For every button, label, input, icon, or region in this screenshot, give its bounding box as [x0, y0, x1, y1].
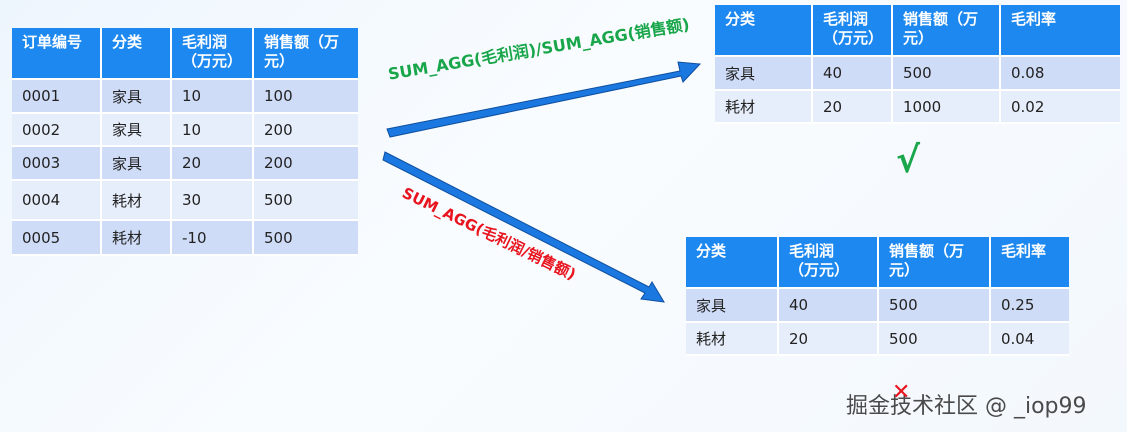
table-row: 0003 家具 20 200 — [12, 147, 358, 181]
table-cell: 200 — [254, 114, 358, 147]
table-cell: 0003 — [12, 147, 102, 181]
table-row: 耗材 20 500 0.04 — [686, 323, 1069, 356]
source-header-sales: 销售额（万 元） — [254, 28, 358, 80]
table-cell: 1000 — [893, 91, 1001, 124]
arrow-to-wrong-table — [382, 151, 665, 303]
table-cell: 500 — [254, 221, 358, 256]
wrong-result-table: 分类 毛利润 （万元） 销售额（万 元） 毛利率 家具 40 500 0.25 … — [686, 237, 1069, 356]
table-cell: 家具 — [715, 57, 813, 91]
table-cell: 耗材 — [102, 181, 172, 221]
table-cell: 500 — [893, 57, 1001, 91]
source-table-header-row: 订单编号 分类 毛利润 （万元） 销售额（万 元） — [12, 28, 358, 80]
table-cell: 0.04 — [991, 323, 1069, 356]
wrong-header-sales: 销售额（万 元） — [879, 237, 991, 289]
table-cell: 0.25 — [991, 289, 1069, 323]
table-cell: 10 — [172, 114, 254, 147]
table-cell: 家具 — [102, 80, 172, 114]
table-cell: 100 — [254, 80, 358, 114]
table-cell: 20 — [172, 147, 254, 181]
correct-header-sales: 销售额（万 元） — [893, 5, 1001, 57]
table-cell: 耗材 — [715, 91, 813, 124]
table-cell: 40 — [813, 57, 893, 91]
wrong-header-profit: 毛利润 （万元） — [779, 237, 879, 289]
table-row: 0001 家具 10 100 — [12, 80, 358, 114]
table-cell: 家具 — [686, 289, 779, 323]
table-cell: 耗材 — [686, 323, 779, 356]
table-cell: 40 — [779, 289, 879, 323]
arrow-to-correct-table — [386, 61, 702, 138]
table-cell: 家具 — [102, 147, 172, 181]
correct-header-profit: 毛利润 （万元） — [813, 5, 893, 57]
table-cell: 500 — [879, 289, 991, 323]
table-cell: 500 — [879, 323, 991, 356]
watermark: 掘金技术社区 @ _iop99 — [846, 394, 1087, 419]
source-header-category: 分类 — [102, 28, 172, 80]
table-cell: 0.08 — [1001, 57, 1120, 91]
correct-header-margin: 毛利率 — [1001, 5, 1120, 57]
source-header-order-id: 订单编号 — [12, 28, 102, 80]
table-cell: -10 — [172, 221, 254, 256]
table-cell: 0.02 — [1001, 91, 1120, 124]
table-row: 0002 家具 10 200 — [12, 114, 358, 147]
source-table: 订单编号 分类 毛利润 （万元） 销售额（万 元） 0001 家具 10 100… — [12, 28, 358, 256]
check-mark-icon: √ — [896, 140, 921, 181]
wrong-table-header-row: 分类 毛利润 （万元） 销售额（万 元） 毛利率 — [686, 237, 1069, 289]
table-cell: 30 — [172, 181, 254, 221]
table-row: 0005 耗材 -10 500 — [12, 221, 358, 256]
table-cell: 200 — [254, 147, 358, 181]
table-row: 家具 40 500 0.08 — [715, 57, 1120, 91]
table-cell: 0005 — [12, 221, 102, 256]
wrong-header-category: 分类 — [686, 237, 779, 289]
cross-mark-icon: ✕ — [892, 380, 911, 405]
table-cell: 10 — [172, 80, 254, 114]
wrong-header-margin: 毛利率 — [991, 237, 1069, 289]
correct-table-header-row: 分类 毛利润 （万元） 销售额（万 元） 毛利率 — [715, 5, 1120, 57]
table-cell: 家具 — [102, 114, 172, 147]
table-cell: 0004 — [12, 181, 102, 221]
table-cell: 耗材 — [102, 221, 172, 256]
source-header-profit: 毛利润 （万元） — [172, 28, 254, 80]
table-row: 耗材 20 1000 0.02 — [715, 91, 1120, 124]
table-cell: 20 — [813, 91, 893, 124]
table-row: 0004 耗材 30 500 — [12, 181, 358, 221]
table-row: 家具 40 500 0.25 — [686, 289, 1069, 323]
table-cell: 0001 — [12, 80, 102, 114]
table-cell: 20 — [779, 323, 879, 356]
correct-header-category: 分类 — [715, 5, 813, 57]
table-cell: 500 — [254, 181, 358, 221]
table-cell: 0002 — [12, 114, 102, 147]
correct-result-table: 分类 毛利润 （万元） 销售额（万 元） 毛利率 家具 40 500 0.08 … — [715, 5, 1120, 124]
